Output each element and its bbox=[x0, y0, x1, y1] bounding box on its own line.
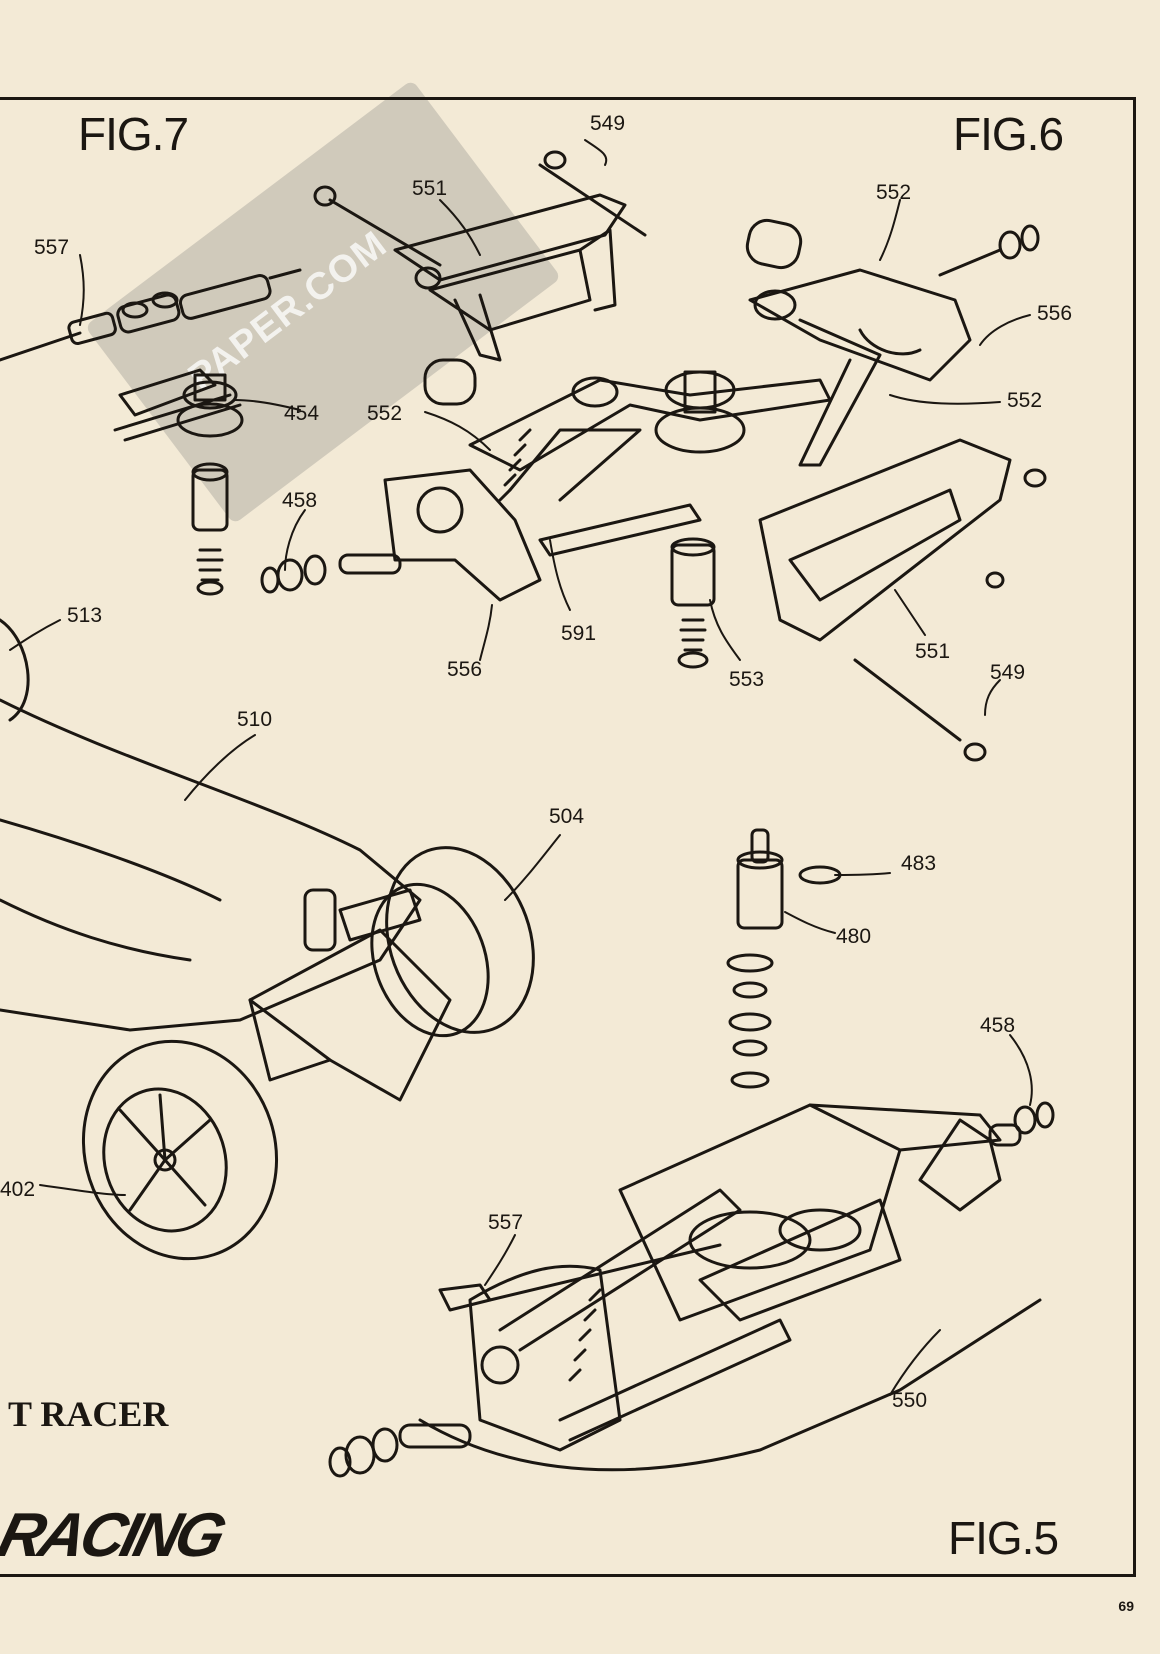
racing-logo: RACING bbox=[0, 1501, 230, 1570]
fig5-label: FIG.5 bbox=[948, 1512, 1059, 1564]
article-caption: T RACER bbox=[8, 1394, 169, 1434]
part-label-504: 504 bbox=[549, 805, 585, 828]
part-label-483: 483 bbox=[901, 852, 937, 875]
fig5-assembled-suspension bbox=[328, 828, 1055, 1478]
part-label-549: 549 bbox=[990, 661, 1026, 684]
part-label-556: 556 bbox=[1037, 302, 1073, 325]
part-label-550: 550 bbox=[892, 1389, 928, 1412]
fig7-steering-linkage bbox=[0, 268, 302, 596]
part-label-549: 549 bbox=[590, 112, 626, 135]
part-label-556: 556 bbox=[447, 658, 483, 681]
part-label-552: 552 bbox=[367, 402, 403, 425]
part-label-480: 480 bbox=[836, 925, 872, 948]
part-label-513: 513 bbox=[67, 604, 103, 627]
fig6-label: FIG.6 bbox=[953, 108, 1064, 160]
fig7-label: FIG.7 bbox=[78, 108, 189, 160]
part-label-591: 591 bbox=[561, 622, 597, 645]
part-label-458: 458 bbox=[980, 1014, 1016, 1037]
page-number: 69 bbox=[1118, 1598, 1134, 1614]
part-label-510: 510 bbox=[237, 708, 273, 731]
part-label-454: 454 bbox=[284, 402, 320, 425]
part-label-557: 557 bbox=[34, 236, 70, 259]
fig6-front-suspension bbox=[260, 150, 1047, 762]
part-label-458: 458 bbox=[282, 489, 318, 512]
part-label-551: 551 bbox=[915, 640, 951, 663]
part-label-552: 552 bbox=[1007, 389, 1043, 412]
car-body-assembly bbox=[0, 618, 535, 1261]
part-label-551: 551 bbox=[412, 177, 448, 200]
figure-frame bbox=[0, 97, 1136, 1577]
part-label-402: 402 bbox=[0, 1178, 36, 1201]
part-label-557: 557 bbox=[488, 1211, 524, 1234]
part-label-553: 553 bbox=[729, 668, 765, 691]
leader-lines bbox=[9, 139, 1033, 1396]
part-label-552: 552 bbox=[876, 181, 912, 204]
